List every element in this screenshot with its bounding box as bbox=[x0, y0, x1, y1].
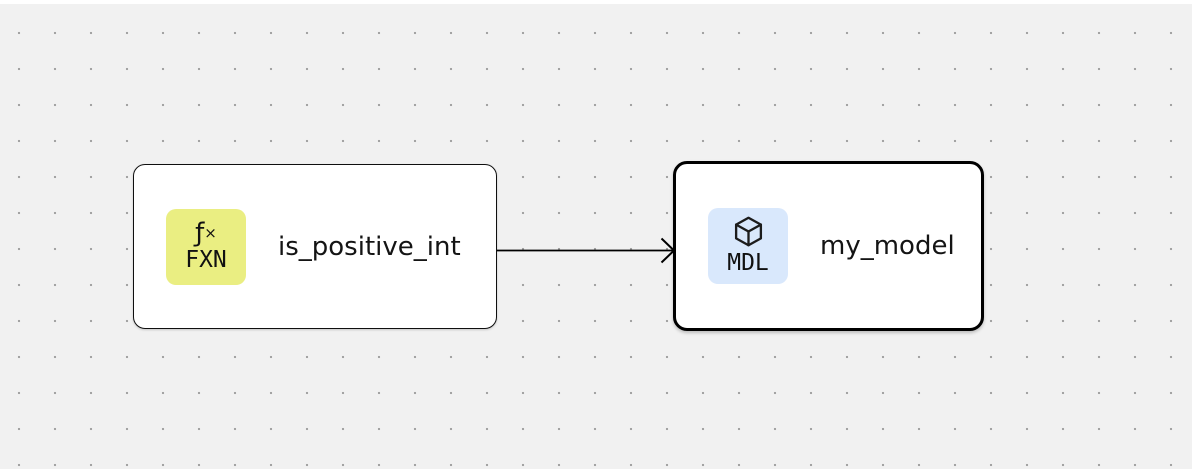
node-is-positive-int[interactable]: ƒ× FXN is_positive_int bbox=[133, 164, 497, 329]
node-label: is_positive_int bbox=[278, 231, 461, 262]
function-type-badge: ƒ× FXN bbox=[166, 208, 246, 285]
node-label: my_model bbox=[820, 231, 955, 261]
node-my-model[interactable]: MDL my_model bbox=[673, 161, 984, 331]
cube-icon bbox=[734, 216, 762, 247]
model-type-badge: MDL bbox=[708, 208, 788, 284]
function-icon: ƒ× bbox=[195, 217, 217, 248]
edge-arrow bbox=[497, 237, 676, 264]
badge-abbr-label: MDL bbox=[727, 250, 769, 277]
badge-abbr-label: FXN bbox=[185, 246, 227, 273]
dotted-canvas[interactable]: ƒ× FXN is_positive_int MDL my_model bbox=[0, 4, 1192, 469]
